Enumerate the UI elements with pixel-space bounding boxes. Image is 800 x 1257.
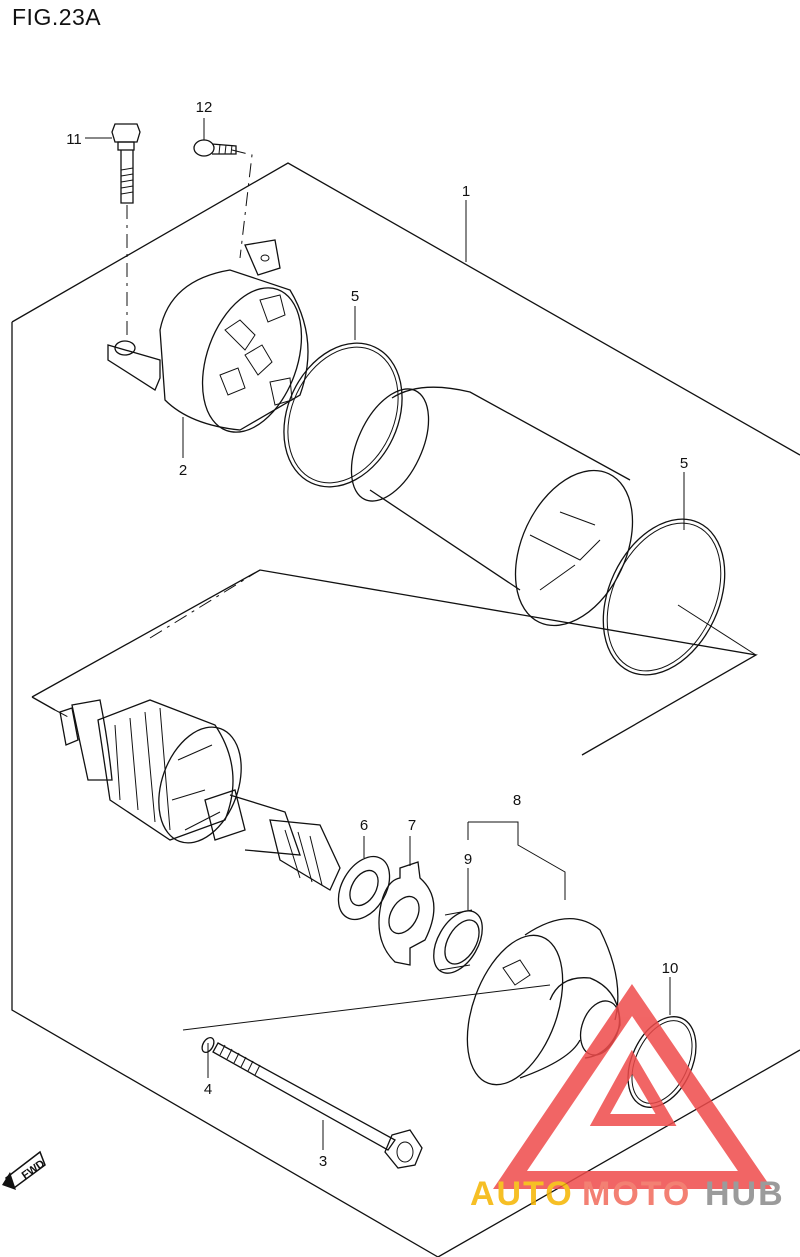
- part-label-4: 4: [204, 1081, 212, 1098]
- part-label-5-upper: 5: [351, 288, 359, 305]
- watermark-text-moto: MOTO: [582, 1175, 691, 1213]
- armature-icon: [59, 699, 341, 891]
- leader-lines: [85, 118, 757, 1150]
- watermark-text-auto: AUTO: [470, 1175, 574, 1213]
- lock-plate-7-icon: [378, 861, 435, 966]
- end-cover-2-icon: [107, 239, 309, 433]
- part-label-9: 9: [464, 851, 472, 868]
- oil-seal-9-icon: [433, 909, 483, 974]
- small-o-ring-4-icon: [201, 1036, 215, 1054]
- part-label-10: 10: [662, 960, 679, 977]
- part-label-5-lower: 5: [680, 455, 688, 472]
- part-label-6: 6: [360, 817, 368, 834]
- part-label-1: 1: [462, 183, 470, 200]
- watermark-text-hub: HUB: [705, 1175, 785, 1213]
- part-label-2: 2: [179, 462, 187, 479]
- part-label-8: 8: [513, 792, 521, 809]
- part-label-11: 11: [66, 131, 82, 148]
- yoke-housing-1-icon: [350, 386, 634, 627]
- o-ring-5-lower-icon: [602, 518, 726, 676]
- part-label-12: 12: [196, 99, 213, 116]
- watermark-logo: AUTO MOTO HUB: [470, 984, 785, 1213]
- part-label-7: 7: [408, 817, 416, 834]
- assembly-outline: [11, 162, 800, 1257]
- bolt-11-icon: [111, 123, 141, 204]
- washer-6-icon: [337, 855, 391, 921]
- armature-group-outline: [31, 569, 758, 756]
- part-number-labels: 1 2 3 4 5 5 6 7 8 9 10 11 12: [66, 99, 688, 1170]
- screw-12-icon: [193, 139, 237, 157]
- fwd-direction-badge: FWD: [2, 1150, 47, 1190]
- figure-title: FIG.23A: [12, 4, 102, 30]
- part-label-3: 3: [319, 1153, 327, 1170]
- o-ring-5-upper-icon: [283, 342, 403, 488]
- long-bolt-3-icon: [212, 1042, 423, 1169]
